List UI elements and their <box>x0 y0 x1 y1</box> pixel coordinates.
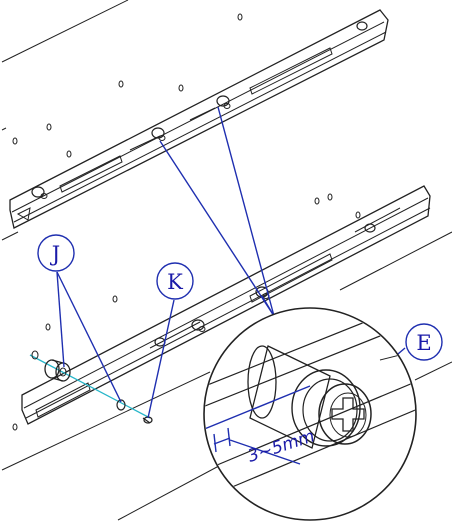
spacer-upper-2 <box>216 95 231 109</box>
rail-spacers <box>31 21 376 347</box>
callout-e-label: E <box>416 331 431 355</box>
spacer-lower-right <box>364 223 376 233</box>
spacer-upper-1 <box>151 127 166 141</box>
magnified-spacer <box>247 345 372 449</box>
upper-mounting-rail <box>9 9 389 229</box>
detail-magnifier: 3~5mm <box>203 307 417 521</box>
spacer-assembly <box>29 350 153 424</box>
spacer-j-left-washer <box>31 350 39 360</box>
callout-j-label: J <box>50 242 60 266</box>
callout-j: J <box>37 234 75 272</box>
spacer-j-washer <box>116 399 126 411</box>
spacer-lower-2 <box>191 319 206 332</box>
callout-e: E <box>405 323 443 361</box>
callout-k: K <box>156 262 194 300</box>
callout-leader-lines <box>56 106 406 419</box>
spacer-j <box>44 359 71 382</box>
spacer-upper-right <box>356 21 368 31</box>
spacer-axis-line <box>29 354 151 419</box>
callout-k-label: K <box>167 270 183 294</box>
screw-k <box>142 416 153 424</box>
panel-holes <box>12 13 361 431</box>
phillips-head-icon <box>331 397 365 432</box>
spacer-upper-left <box>31 186 48 199</box>
lower-mounting-rail <box>21 185 431 425</box>
